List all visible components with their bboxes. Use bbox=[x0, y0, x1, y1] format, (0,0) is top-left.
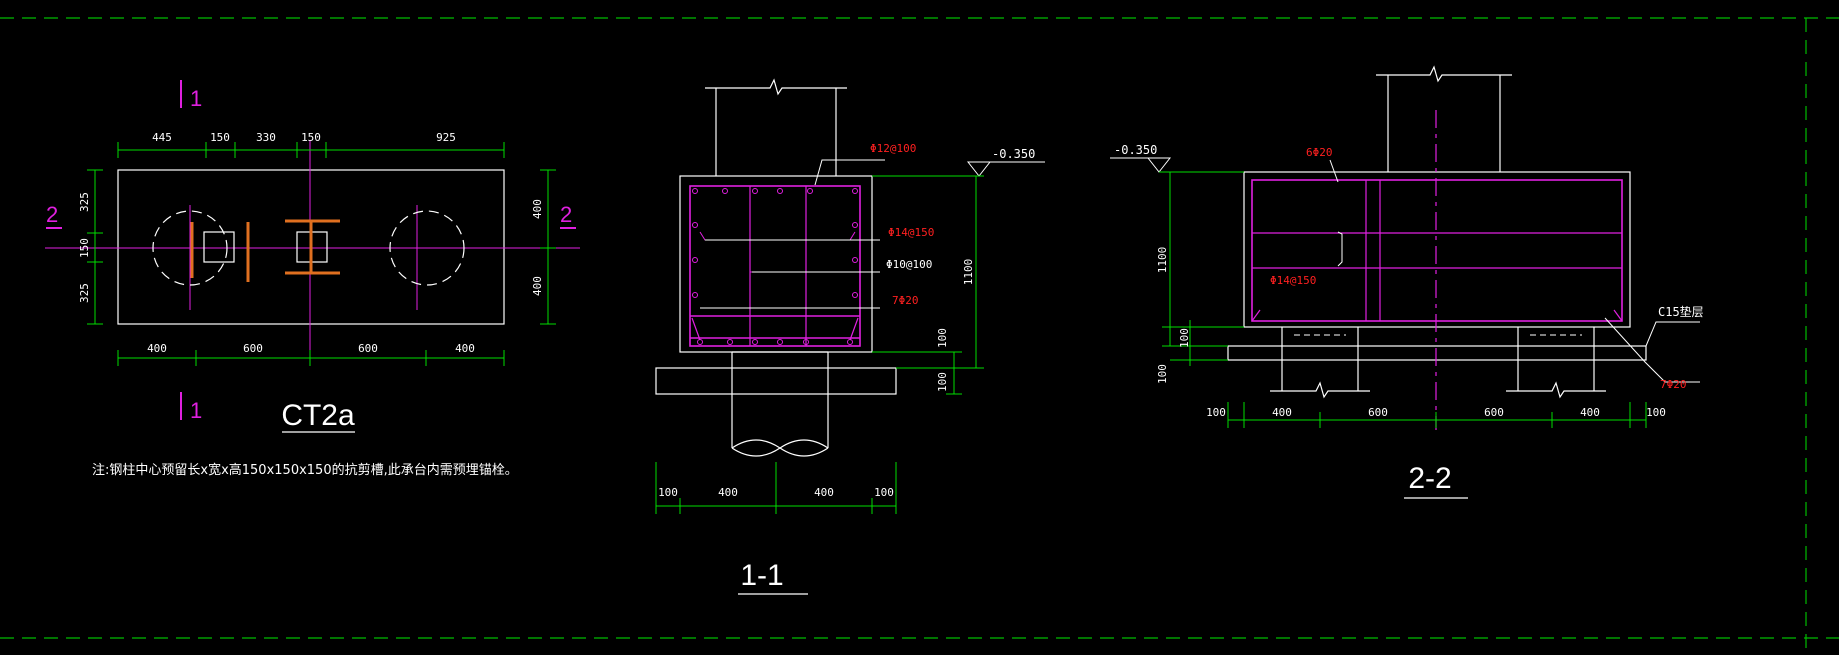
plan-top-dim-3: 330 bbox=[256, 131, 276, 144]
plan-title: CT2a bbox=[281, 399, 355, 432]
s11-elevation: -0.350 bbox=[992, 147, 1035, 161]
s22-rebar-bottom-label: 7Φ20 bbox=[1660, 378, 1687, 391]
s11-height-dim: 1100 bbox=[962, 259, 975, 286]
s22-dim-100a: 100 bbox=[1178, 328, 1191, 348]
plan-note: 注:钢柱中心预留长x宽x高150x150x150的抗剪槽,此承台内需预埋锚栓。 bbox=[92, 462, 518, 478]
steel-column-left bbox=[190, 222, 250, 282]
s22-title: 2-2 bbox=[1408, 462, 1451, 495]
section-1-1: Φ12@100 Φ14@150 Φ10@100 7Φ20 -0.350 1100… bbox=[655, 78, 1045, 595]
plan-section-mark-top: 1 bbox=[190, 86, 202, 111]
plan-section-mark-left: 2 bbox=[46, 202, 58, 227]
s11-dim-100a: 100 bbox=[936, 328, 949, 348]
s22-bottom-dim-2: 400 bbox=[1272, 406, 1292, 419]
plan-top-dim-5: 925 bbox=[436, 131, 456, 144]
s22-cushion-label: C15垫层 bbox=[1658, 304, 1704, 319]
plan-left-dim-3: 325 bbox=[78, 283, 91, 303]
plan-top-dim-1: 445 bbox=[152, 131, 172, 144]
s22-rebar-mid-label: Φ14@150 bbox=[1270, 274, 1316, 287]
s22-bottom-dim-4: 600 bbox=[1484, 406, 1504, 419]
section-2-2: 6Φ20 Φ14@150 C15垫层 7Φ20 -0.350 1100 100 … bbox=[1110, 65, 1704, 499]
plan-left-dim-2: 150 bbox=[78, 238, 91, 258]
plan-bottom-dim-1: 400 bbox=[147, 342, 167, 355]
s11-bottom-dim-4: 100 bbox=[874, 486, 894, 499]
plan-section-mark-right: 2 bbox=[560, 202, 572, 227]
s11-rebar-mid2-label: Φ10@100 bbox=[886, 258, 932, 271]
s22-height-dim: 1100 bbox=[1156, 247, 1169, 274]
s22-elevation: -0.350 bbox=[1114, 143, 1157, 157]
plan-bottom-dim-3: 600 bbox=[358, 342, 378, 355]
plan-top-dim-4: 150 bbox=[301, 131, 321, 144]
s22-bottom-dim-1: 100 bbox=[1206, 406, 1226, 419]
plan-section-mark-bottom: 1 bbox=[190, 398, 202, 423]
s22-rebar-top-label: 6Φ20 bbox=[1306, 146, 1333, 159]
steel-column-right bbox=[285, 219, 340, 275]
s11-rebar-bottom-label: 7Φ20 bbox=[892, 294, 919, 307]
s11-title: 1-1 bbox=[740, 559, 783, 592]
s22-bottom-dim-3: 600 bbox=[1368, 406, 1388, 419]
plan-bottom-dim-4: 400 bbox=[455, 342, 475, 355]
s22-dim-100b: 100 bbox=[1156, 364, 1169, 384]
s11-bottom-dim-3: 400 bbox=[814, 486, 834, 499]
pile-circle-right bbox=[389, 210, 465, 286]
s11-bottom-dim-1: 100 bbox=[658, 486, 678, 499]
s11-bottom-dim-2: 400 bbox=[718, 486, 738, 499]
plan-right-dim-2: 400 bbox=[531, 276, 544, 296]
pile-cap-outline bbox=[117, 169, 505, 325]
plan-top-dim-2: 150 bbox=[210, 131, 230, 144]
s22-bottom-dim-5: 400 bbox=[1580, 406, 1600, 419]
s11-rebar-mid1-label: Φ14@150 bbox=[888, 226, 934, 239]
sheet-border bbox=[0, 17, 1839, 655]
pile-circle-left bbox=[152, 210, 228, 286]
plan-view: 445 150 330 150 925 400 600 600 400 325 … bbox=[45, 80, 580, 478]
s11-rebar-top-label: Φ12@100 bbox=[870, 142, 916, 155]
s22-bottom-dim-6: 100 bbox=[1646, 406, 1666, 419]
plan-bottom-dim-2: 600 bbox=[243, 342, 263, 355]
plan-right-dim-1: 400 bbox=[531, 199, 544, 219]
s11-dim-100b: 100 bbox=[936, 372, 949, 392]
plan-left-dim-1: 325 bbox=[78, 192, 91, 212]
